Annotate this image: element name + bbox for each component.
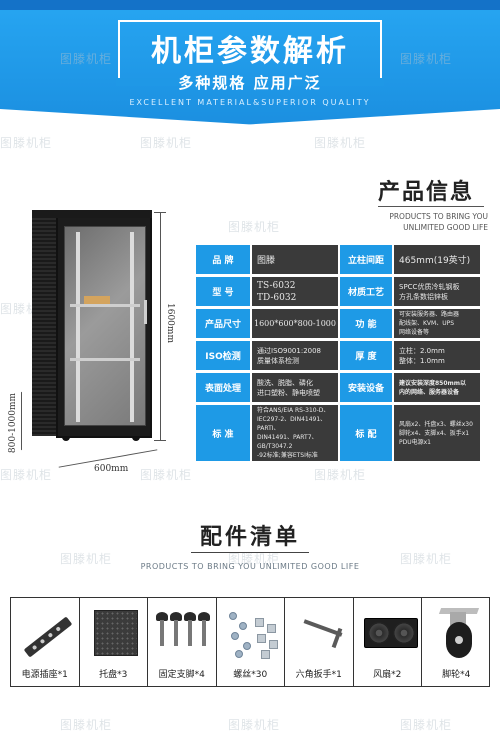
- header-top-band: [0, 0, 500, 10]
- spec-value: TS-6032 TD-6032: [252, 277, 338, 306]
- spec-label: 功 能: [340, 309, 392, 338]
- accessory-label: 固定支脚*4: [158, 670, 205, 680]
- spec-value: 图滕: [252, 245, 338, 274]
- spec-value: 通过ISO9001:2008 质量体系检测: [252, 341, 338, 370]
- hex-key-icon: [289, 602, 349, 664]
- spec-value: 建议安装深度850mm以 内的网络、服务器设备: [394, 373, 480, 402]
- fan-icon: [358, 602, 418, 664]
- watermark: 图滕机柜: [140, 136, 193, 150]
- accessory-label: 电源插座*1: [21, 670, 68, 680]
- spec-value: 符合ANS/EIA RS-310-D、 IEC297-2、DIN41491、PA…: [252, 405, 338, 461]
- accessory-label: 托盘*3: [99, 670, 128, 680]
- spec-label: 标 配: [340, 405, 392, 461]
- spec-label: 标 准: [196, 405, 250, 461]
- watermark: 图滕机柜: [60, 52, 113, 66]
- watermark: 图滕机柜: [400, 552, 453, 566]
- spec-value: 可安装服务器、路由器 配线架、KVM、UPS 网络设备等: [394, 309, 480, 338]
- spec-label: 型 号: [196, 277, 250, 306]
- spec-label: 厚 度: [340, 341, 392, 370]
- tray-icon: [84, 602, 144, 664]
- accessory-label: 风扇*2: [373, 670, 402, 680]
- spec-table: 品 牌 图滕 立柱间距 465mm(19英寸) 型 号 TS-6032 TD-6…: [196, 245, 480, 461]
- watermark: 图滕机柜: [400, 718, 453, 732]
- accessory-label: 脚轮*4: [442, 670, 471, 680]
- watermark: 图滕机柜: [400, 52, 453, 66]
- depth-dimension-line: [21, 391, 22, 451]
- watermark: 图滕机柜: [228, 718, 281, 732]
- spec-label: 立柱间距: [340, 245, 392, 274]
- accessories-tagline: PRODUCTS TO BRING YOU UNLIMITED GOOD LIF…: [140, 562, 360, 571]
- spec-value: 风扇x2、托盘x3、螺丝x30 脚轮x4、支脚x4、扳手x1 PDU电源x1: [394, 405, 480, 461]
- power-strip-icon: [15, 602, 75, 664]
- spec-label: 产品尺寸: [196, 309, 250, 338]
- page-subtitle: 多种规格 应用广泛: [178, 74, 322, 92]
- accessories-title: 配件清单: [199, 525, 300, 550]
- caster-wheel-icon: [426, 602, 487, 664]
- watermark: 图滕机柜: [0, 136, 53, 150]
- accessory-item: 六角扳手*1: [285, 598, 354, 686]
- title-frame: [116, 20, 384, 86]
- header-wedge: [0, 109, 500, 125]
- header-tagline: EXCELLENT MATERIAL&SUPERIOR QUALITY: [129, 98, 371, 107]
- depth-dimension-label: 800-1000mm: [8, 392, 18, 454]
- cabinet-image: [32, 210, 152, 441]
- spec-value: SPCC优质冷轧钢板 方孔条数铝锌板: [394, 277, 480, 306]
- width-dimension-label: 600mm: [94, 464, 129, 474]
- product-info-divider: [378, 206, 484, 207]
- accessory-item: 螺丝*30: [217, 598, 285, 686]
- accessory-item: 固定支脚*4: [148, 598, 217, 686]
- spec-value: 立柱：2.0mm 整体：1.0mm: [394, 341, 480, 370]
- accessory-item: 脚轮*4: [422, 598, 491, 686]
- watermark: 图滕机柜: [228, 220, 281, 234]
- header-banner: 机柜参数解析 多种规格 应用广泛 EXCELLENT MATERIAL&SUPE…: [0, 0, 500, 125]
- accessory-item: 托盘*3: [80, 598, 148, 686]
- leveling-foot-icon: [152, 602, 212, 664]
- accessory-label: 螺丝*30: [233, 670, 268, 680]
- accessory-label: 六角扳手*1: [295, 670, 342, 680]
- page-title: 机柜参数解析: [151, 34, 349, 69]
- spec-label: ISO检测: [196, 341, 250, 370]
- watermark: 图滕机柜: [140, 468, 193, 482]
- spec-value: 酸洗、脱脂、磷化 进口塑粉、静电喷塑: [252, 373, 338, 402]
- watermark: 图滕机柜: [60, 718, 113, 732]
- spec-label: 表面处理: [196, 373, 250, 402]
- height-dimension-label: 1600mm: [165, 303, 175, 343]
- accessories-list: 电源插座*1 托盘*3 固定支脚*4 螺丝*30 六角扳手*1: [10, 597, 490, 687]
- watermark: 图滕机柜: [60, 552, 113, 566]
- accessory-item: 风扇*2: [354, 598, 422, 686]
- spec-label: 安装设备: [340, 373, 392, 402]
- watermark: 图滕机柜: [314, 468, 367, 482]
- watermark: 图滕机柜: [314, 136, 367, 150]
- watermark: 图滕机柜: [0, 468, 53, 482]
- height-dimension-line: [160, 212, 161, 440]
- spec-value: 465mm(19英寸): [394, 245, 480, 274]
- watermark: 图滕机柜: [228, 552, 281, 566]
- spec-label: 材质工艺: [340, 277, 392, 306]
- product-info-tagline: PRODUCTS TO BRING YOU UNLIMITED GOOD LIF…: [389, 212, 488, 232]
- accessories-divider: [191, 552, 309, 553]
- product-info-title: 产品信息: [378, 180, 475, 205]
- spec-label: 品 牌: [196, 245, 250, 274]
- spec-value: 1600*600*800-1000: [252, 309, 338, 338]
- screws-icon: [221, 602, 281, 664]
- accessory-item: 电源插座*1: [11, 598, 80, 686]
